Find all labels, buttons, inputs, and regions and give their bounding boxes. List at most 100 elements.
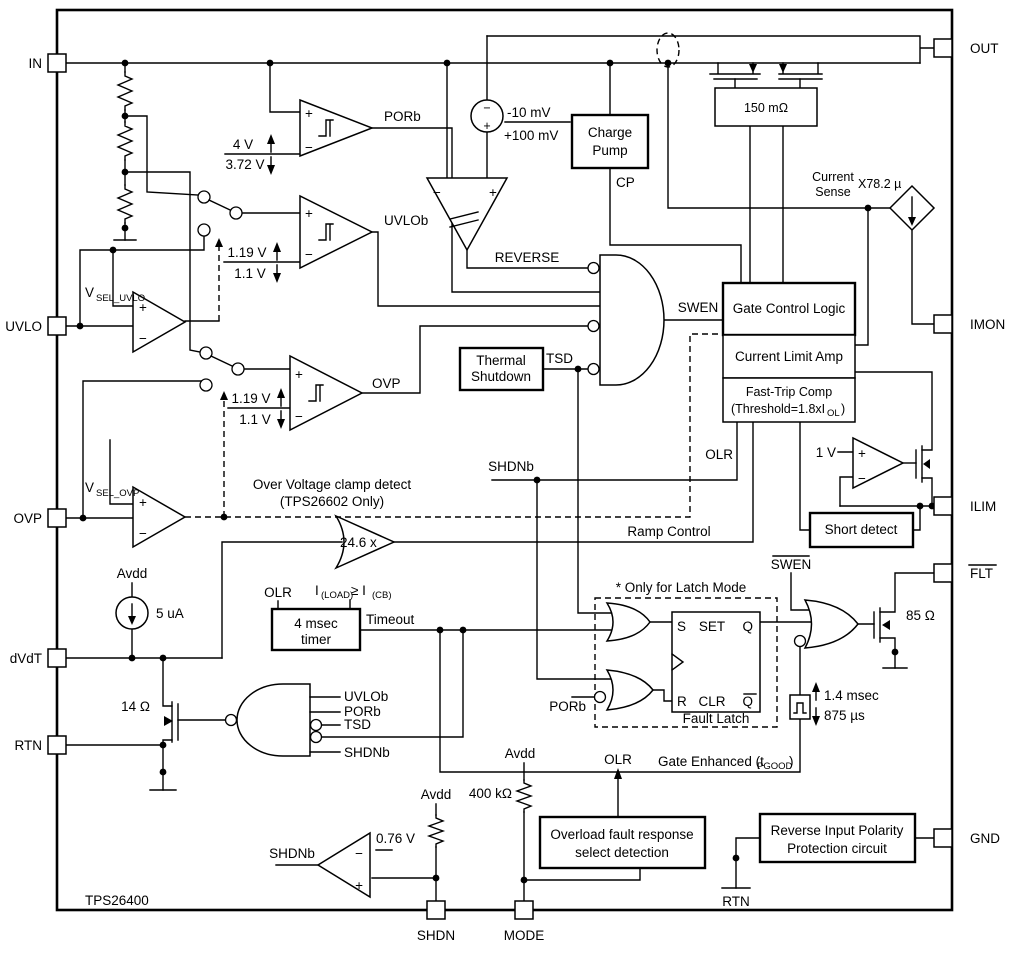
pin-label-uvlo: UVLO	[5, 319, 42, 334]
rtn-gnd-label: RTN	[722, 894, 750, 909]
pin-label-in: IN	[29, 56, 43, 71]
r14-label: 14 Ω	[121, 699, 150, 714]
swen-and-gate: SWEN	[587, 254, 719, 386]
i5ua-label: 5 uA	[156, 606, 184, 621]
amp-24x: 24.6 x	[334, 514, 396, 570]
ovp-rise-label: 1.19 V	[231, 391, 270, 406]
iload-label: I	[315, 583, 319, 598]
reverse-comparator: − + REVERSE − + -10 mV +100 mV	[425, 99, 571, 265]
nand-in-porb: PORb	[344, 704, 381, 719]
invert-bubble	[587, 319, 600, 333]
ftc-label-2-end: )	[841, 402, 845, 416]
swen-label: SWEN	[678, 300, 719, 315]
set-or-gate	[605, 602, 651, 642]
offset-source	[470, 99, 504, 133]
ramp-control-label: Ramp Control	[627, 524, 710, 539]
thermal-label-2: Shutdown	[471, 369, 531, 384]
nand-in-shdnb: SHDNb	[344, 745, 390, 760]
minus-sign: −	[355, 846, 363, 861]
iload-mid: ≥ I	[351, 583, 366, 598]
hysteresis-icon	[318, 119, 334, 137]
pin-mode	[514, 900, 534, 920]
current-sense-label-2: Sense	[815, 185, 850, 199]
fault-latch: * Only for Latch Mode PORb S SET Q R CLR…	[549, 580, 761, 726]
kelvin-sense-ellipse	[656, 32, 680, 68]
icb-sub: (CB)	[372, 590, 392, 601]
clock-triangle	[671, 653, 685, 671]
latch-q: Q	[742, 619, 753, 634]
mode-pullup-resistor	[514, 779, 534, 813]
shdn-ref-label: 0.76 V	[376, 831, 415, 846]
plus-sign: +	[305, 206, 313, 221]
pin-label-imon: IMON	[970, 317, 1005, 332]
thermal-label-1: Thermal	[476, 353, 526, 368]
latch-clr: CLR	[698, 694, 725, 709]
timer-label-1: 4 msec	[294, 616, 338, 631]
current-source-5ua: Avdd 5 uA	[115, 566, 184, 630]
pin-labels: IN UVLO OVP dVdT RTN OUT IMON ILIM FLT G…	[5, 41, 1005, 943]
uvlo-fall-label: 1.1 V	[234, 266, 266, 281]
uvlob-label: UVLOb	[384, 213, 428, 228]
ov-clamp-label-1: Over Voltage clamp detect	[253, 477, 412, 492]
pin-flt	[933, 563, 953, 583]
timeout-label: Timeout	[366, 612, 415, 627]
vsel-ovp-amp: + − V SEL_OVP	[85, 480, 187, 549]
latch-porb-label: PORb	[549, 699, 586, 714]
ov-clamp-label-2: (TPS26602 Only)	[280, 494, 384, 509]
divider-resistor-3	[116, 184, 134, 224]
plus-sign: +	[483, 119, 490, 133]
device-label: TPS26400	[85, 893, 149, 908]
ftc-label-2: (Threshold=1.8xI	[731, 402, 825, 416]
swen-bar-label: SWEN	[771, 557, 812, 572]
minus-sign: −	[858, 471, 866, 486]
divider-resistor-2	[116, 121, 134, 161]
plus-sign: +	[139, 495, 147, 510]
avdd-label: Avdd	[117, 566, 148, 581]
pin-squares	[47, 38, 953, 920]
iload-sub: (LOAD)	[321, 590, 353, 601]
pin-label-ilim: ILIM	[970, 499, 996, 514]
nand-in-uvlob: UVLOb	[344, 689, 388, 704]
power-fets: 150 mΩ	[709, 62, 823, 127]
reverse-label: REVERSE	[495, 250, 560, 265]
deglitch-rise-label: 1.4 msec	[824, 688, 879, 703]
pin-gnd	[933, 828, 953, 848]
tsd-label: TSD	[546, 351, 573, 366]
uvlo-rise-label: 1.19 V	[227, 245, 266, 260]
ftc-label-1: Fast-Trip Comp	[746, 385, 832, 399]
ftc-label-2-sub: OL	[827, 408, 840, 419]
por-fall-label: 3.72 V	[225, 157, 264, 172]
current-sense-source: Current Sense X78.2 µ	[812, 170, 936, 232]
minus-sign: −	[433, 185, 441, 200]
vsel-ovp-sub: SEL_OVP	[96, 488, 139, 499]
dvdt-fet-arrow	[164, 716, 173, 726]
pin-dvdt	[47, 648, 67, 668]
pin-label-flt: FLT	[970, 566, 993, 581]
latch-set: SET	[699, 619, 725, 634]
latch-qbar: Q	[742, 694, 753, 709]
vsel-ovp-label: V	[85, 480, 94, 495]
shdnb-label: SHDNb	[488, 459, 534, 474]
shdn-pullup-resistor	[426, 814, 446, 848]
overload-label-2: select detection	[575, 845, 669, 860]
shdnb-out-label: SHDNb	[269, 846, 315, 861]
pin-label-mode: MODE	[504, 928, 545, 943]
latch-mode-note: * Only for Latch Mode	[616, 580, 747, 595]
amp-24x-label: 24.6 x	[340, 535, 377, 550]
pin-imon	[933, 314, 953, 334]
hysteresis-icon	[318, 223, 334, 241]
olr-label: OLR	[705, 447, 733, 462]
hysteresis-icon	[308, 384, 324, 402]
flt-or-gate	[803, 599, 859, 649]
porb-label: PORb	[384, 109, 421, 124]
ilim-fet-arrow	[923, 459, 930, 469]
invert-bubble	[593, 690, 607, 704]
pin-label-gnd: GND	[970, 831, 1000, 846]
hysteresis-icon	[449, 211, 479, 228]
deglitch-fall-label: 875 µs	[824, 708, 865, 723]
minus-sign: −	[483, 101, 490, 115]
rev-neg-label: -10 mV	[507, 105, 551, 120]
cp-label: CP	[616, 175, 635, 190]
invert-bubble	[793, 634, 807, 648]
